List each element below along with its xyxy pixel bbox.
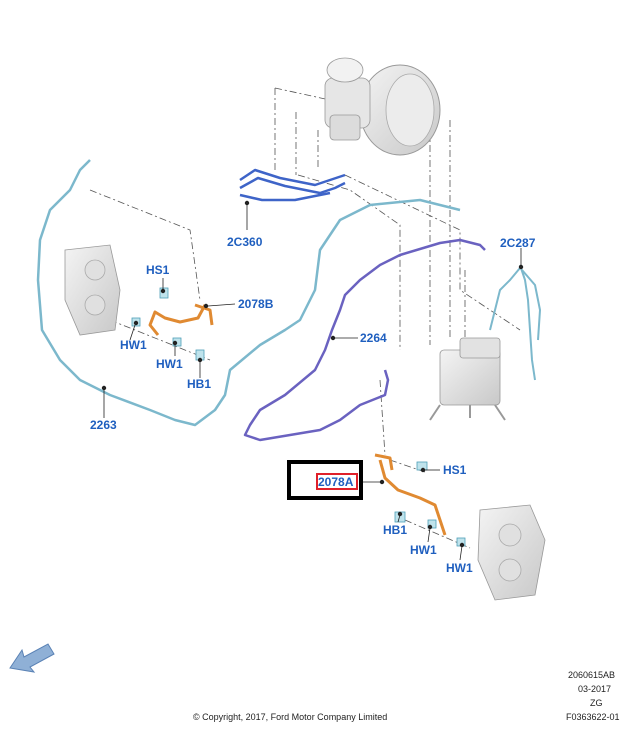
brake-hose-2078b	[148, 303, 214, 336]
label-hs1-left: HS1	[146, 263, 170, 277]
metadata-code2: ZG	[590, 698, 603, 708]
highlight-box-2078a	[316, 473, 358, 490]
brake-hose-2078a	[374, 453, 447, 536]
right-caliper	[477, 504, 546, 601]
label-hw1-right-a: HW1	[410, 543, 437, 557]
fasteners	[131, 287, 466, 547]
brake-line-2c287	[489, 264, 541, 381]
label-hb1-right: HB1	[383, 523, 408, 537]
label-hb1-left: HB1	[187, 377, 212, 391]
label-2263: 2263	[90, 418, 117, 432]
brake-line-2264	[243, 238, 486, 442]
label-2078a: 2078A	[318, 475, 354, 489]
direction-arrow-icon	[9, 643, 55, 673]
label-hw1-left-a: HW1	[120, 338, 147, 352]
label-2c360: 2C360	[227, 235, 263, 249]
label-2c287: 2C287	[500, 236, 536, 250]
label-leaders	[101, 200, 524, 561]
metadata-code1: 2060615AB	[568, 670, 616, 680]
brake-booster	[324, 57, 441, 156]
label-hs1-right: HS1	[443, 463, 467, 477]
callout-box-2078a	[287, 460, 363, 500]
abs-module	[429, 337, 506, 421]
metadata-code3: F0363622-01	[566, 712, 620, 722]
brake-line-2263	[36, 159, 461, 427]
copyright-notice: © Copyright, 2017, Ford Motor Company Li…	[193, 712, 388, 722]
brake-line-2c360	[239, 168, 346, 202]
label-2264: 2264	[360, 331, 387, 345]
metadata-date: 03-2017	[578, 684, 612, 694]
label-2078b: 2078B	[238, 297, 274, 311]
label-hw1-right-b: HW1	[446, 561, 473, 575]
label-hw1-left-b: HW1	[156, 357, 183, 371]
left-caliper	[64, 244, 121, 336]
